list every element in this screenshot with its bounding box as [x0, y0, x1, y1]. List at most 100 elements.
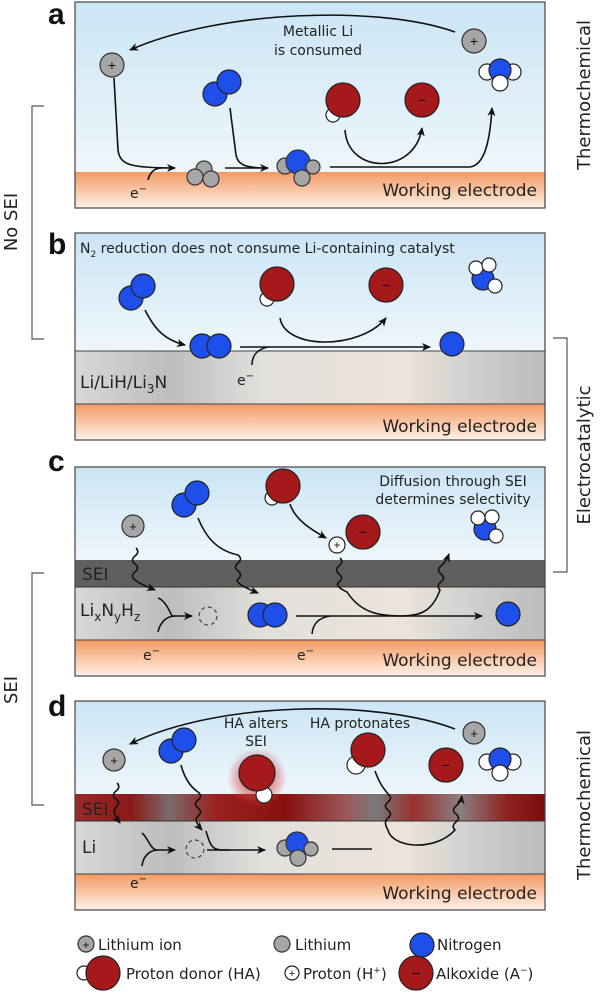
working-electrode-label: Working electrode — [382, 417, 537, 437]
proton-donor-icon — [85, 955, 121, 991]
lithium-ion-molecule: + — [462, 721, 486, 745]
diffusion-arrow — [180, 764, 203, 831]
annotation1-line2: SEI — [245, 734, 267, 750]
svg-text:Lithium: Lithium — [295, 936, 351, 954]
legend-item-proton: + Proton (H+) — [284, 965, 387, 983]
proton: + — [328, 536, 346, 554]
bracket-sei: SEI — [1, 572, 44, 806]
panel-c: c Working electrode SEI LixNyHz Diffusio… — [48, 445, 546, 677]
label-thermochemical-a: Thermochemical — [574, 20, 595, 171]
annotation1-line1: HA alters — [224, 716, 288, 732]
svg-text:+: + — [82, 938, 89, 952]
legend-item-nitrogen: Nitrogen — [409, 932, 502, 958]
svg-text:−: − — [442, 757, 450, 773]
adsorbed-nitrogen — [247, 602, 288, 628]
legend: + Lithium ion Lithium Nitrogen Proton do… — [76, 932, 533, 991]
svg-text:Nitrogen: Nitrogen — [437, 936, 502, 954]
electron-label: e− — [130, 184, 147, 202]
nitrogen-molecule — [202, 69, 242, 107]
svg-text:Proton donor (HA): Proton donor (HA) — [126, 965, 261, 983]
proton-icon — [284, 965, 300, 981]
layer-label: LixNyHz — [80, 601, 140, 624]
proton-donor-molecule — [325, 82, 361, 123]
diffusion-arrow — [131, 547, 156, 591]
lithium-ion-molecule: + — [121, 514, 145, 538]
electron-label: e− — [143, 646, 160, 664]
alkoxide-molecule: − — [404, 82, 440, 118]
sei-label: SEI — [82, 800, 109, 820]
panel-d: d Working electrode SEI Li HA alters SEI… — [48, 690, 546, 911]
legend-item-lithium: Lithium — [273, 935, 351, 954]
bracket-no-sei: No SEI — [1, 105, 44, 340]
working-electrode-label: Working electrode — [382, 651, 537, 671]
svg-text:Proton (H+): Proton (H+) — [303, 965, 387, 983]
svg-text:−: − — [412, 965, 420, 981]
electron-arrow — [311, 615, 331, 635]
alkoxide-molecule: − — [428, 747, 464, 783]
lithium-vacancy — [185, 839, 205, 859]
alkoxide-icon — [398, 955, 434, 991]
electron-arrow — [147, 167, 163, 181]
alkoxide-molecule: − — [345, 514, 381, 550]
legend-item-alkoxide: − Alkoxide (A−) — [398, 955, 533, 991]
svg-text:+: + — [129, 519, 137, 534]
solution-region — [75, 2, 545, 172]
nitrogen-molecule — [171, 480, 210, 518]
annotation-line1: Metallic Li — [283, 24, 353, 40]
svg-text:+: + — [108, 57, 116, 73]
nitrogen-atom — [495, 601, 521, 627]
bracket-electrocatalytic: Electrocatalytic — [553, 337, 595, 573]
sei-layer-altered — [75, 794, 545, 821]
solution-region — [75, 467, 545, 560]
proton-donor-molecule — [346, 732, 386, 775]
panel-letter-a: a — [48, 0, 65, 31]
ammonia-molecule — [478, 58, 522, 92]
lithium-ion-icon — [77, 935, 95, 953]
reaction-arrow — [289, 503, 327, 539]
lithium-ion-molecule: + — [99, 52, 125, 78]
legend-item-proton-donor: Proton donor (HA) — [76, 955, 261, 991]
panel-a: a Working electrode Metallic Li is consu… — [48, 0, 546, 209]
working-electrode-label: Working electrode — [382, 884, 537, 904]
proton-donor-altering-sei — [227, 748, 287, 808]
panel-letter-c: c — [48, 445, 65, 478]
working-electrode — [75, 874, 545, 910]
lithium-nitride-complex — [276, 831, 319, 867]
ammonia-molecule — [478, 747, 522, 782]
diffusion-arrow — [197, 517, 259, 594]
electron-label: e− — [297, 646, 314, 664]
solution-region — [75, 701, 545, 794]
working-electrode — [75, 404, 545, 440]
proton-donor-molecule — [259, 266, 295, 307]
sei-label: SEI — [82, 565, 109, 585]
electron-label: e− — [237, 371, 254, 389]
nitrogen-icon — [409, 932, 435, 958]
lithium-ion-molecule: + — [102, 748, 126, 772]
annotation2: HA protonates — [310, 716, 410, 732]
reaction-arrow — [344, 127, 425, 165]
lithium-nitride-complex — [276, 149, 321, 187]
svg-text:+: + — [470, 33, 478, 49]
legend-item-lithium-ion: + Lithium ion — [77, 935, 182, 954]
panel-letter-d: d — [48, 690, 66, 723]
lithium-recycle-arrow — [129, 14, 456, 51]
nitrogen-molecule — [118, 273, 156, 311]
label-thermochemical-d: Thermochemical — [574, 730, 595, 881]
nitrogen-molecule — [158, 727, 197, 764]
svg-text:Lithium ion: Lithium ion — [98, 936, 182, 954]
ammonia-molecule — [468, 257, 503, 294]
electron-arrow — [251, 346, 269, 366]
electron-label: e− — [130, 874, 147, 892]
reaction-arrow — [144, 309, 186, 347]
label-electrocatalytic: Electrocatalytic — [574, 385, 595, 524]
reaction-arrow — [330, 107, 496, 168]
sei-layer — [75, 560, 545, 587]
panel-b: b Working electrode N2 reduction does no… — [48, 228, 546, 441]
svg-text:−: − — [418, 92, 426, 108]
svg-text:−: − — [359, 524, 367, 540]
lithium-cluster — [186, 160, 220, 188]
label-sei: SEI — [1, 676, 22, 704]
lithium-icon — [273, 935, 291, 953]
annotation-line2: determines selectivity — [375, 492, 530, 508]
